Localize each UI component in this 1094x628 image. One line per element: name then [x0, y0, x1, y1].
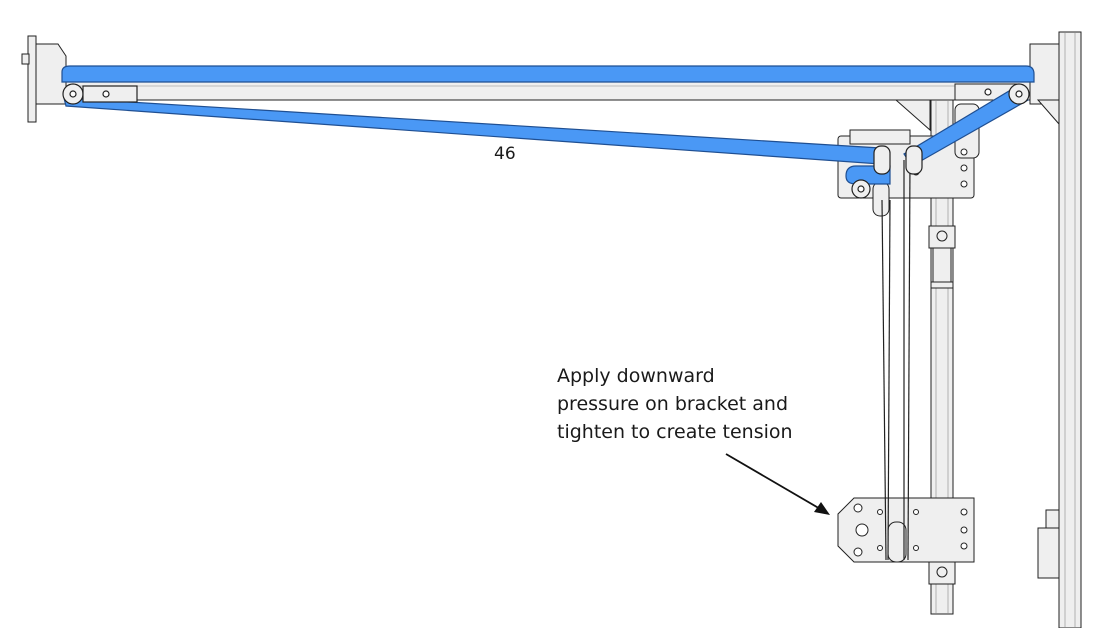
lower-frame-mount: [1037, 527, 1060, 579]
belt-top-run: [61, 65, 1035, 83]
left-slider: [82, 85, 138, 103]
callout-line: tighten to create tension: [557, 421, 793, 443]
callout-arrow: [725, 453, 830, 515]
belt-diagonal-run: [63, 97, 881, 165]
left-mount-plate: [27, 35, 37, 123]
idler-roller: [872, 181, 890, 217]
frame-post: [1058, 31, 1082, 628]
callout-line: pressure on bracket and: [557, 393, 789, 415]
column-clamp: [928, 225, 956, 283]
bracket-roller: [887, 521, 907, 563]
gusset: [894, 99, 931, 132]
column-clamp: [928, 561, 956, 585]
callout-line: Apply downward: [557, 365, 715, 387]
callout-note: Apply downward pressure on bracket and t…: [557, 362, 817, 446]
part-number-label: 46: [494, 144, 516, 164]
